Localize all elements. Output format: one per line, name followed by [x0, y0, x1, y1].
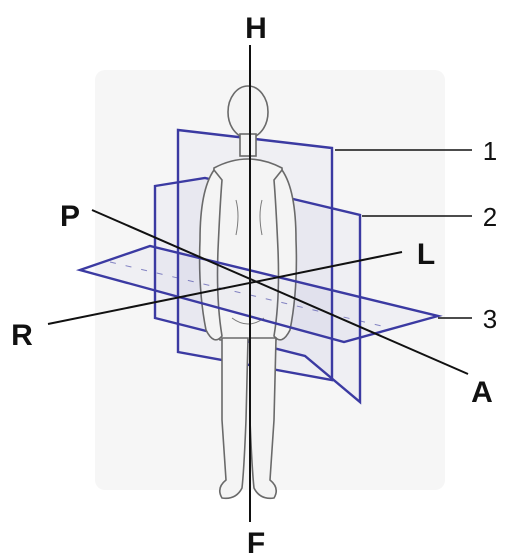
- axis-label-left: L: [417, 238, 435, 271]
- axis-label-posterior: P: [60, 200, 80, 233]
- axis-label-anterior: A: [471, 376, 493, 409]
- callout-label-2: 2: [483, 202, 497, 232]
- figure-head: [228, 86, 268, 138]
- callout-label-1: 1: [483, 136, 497, 166]
- axis-label-right: R: [11, 319, 33, 352]
- callout-label-3: 3: [483, 304, 497, 334]
- figure-neck: [240, 134, 256, 156]
- axis-label-head: H: [245, 12, 267, 45]
- axis-label-foot: F: [247, 527, 265, 558]
